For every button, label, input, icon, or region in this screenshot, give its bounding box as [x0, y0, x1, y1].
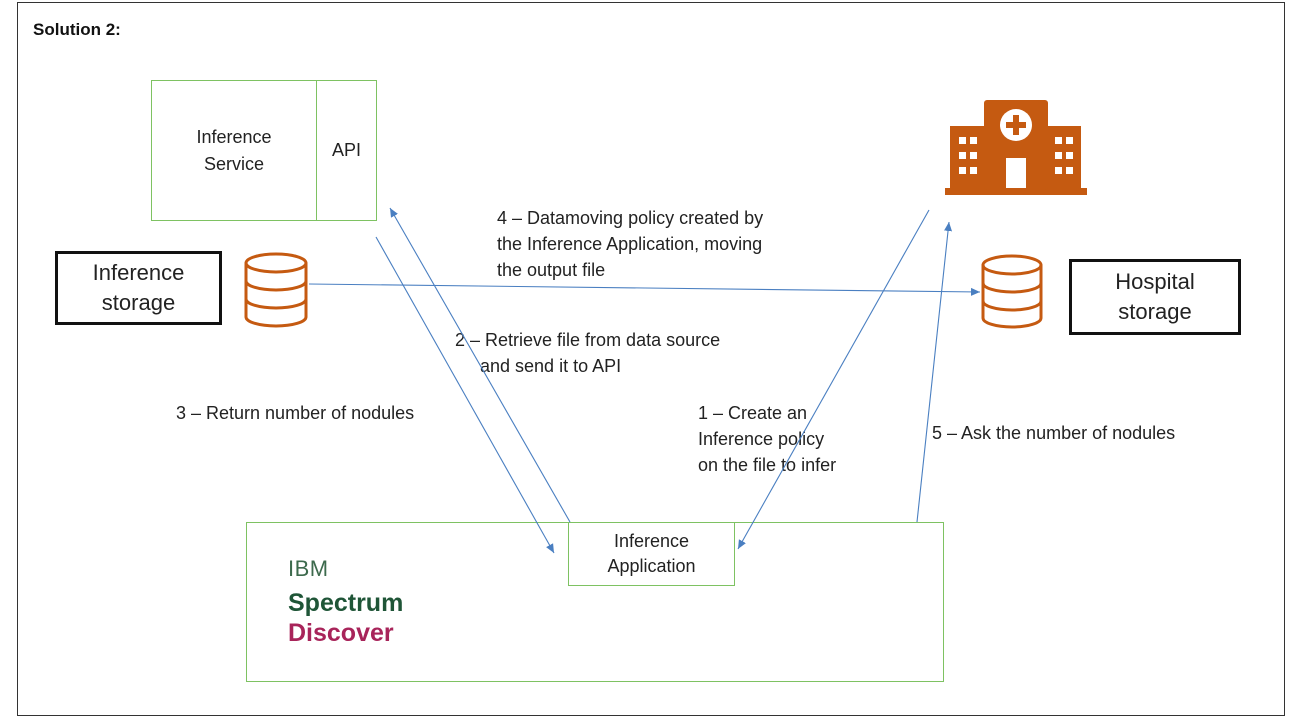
step1-label: 1 – Create an Inference policy on the fi…	[698, 403, 837, 476]
brand-spectrum: Spectrum	[288, 589, 404, 617]
arrow-step5	[916, 221, 953, 523]
step5-label: 5 – Ask the number of nodules	[932, 423, 1176, 443]
hospital-icon	[945, 100, 1087, 195]
diagram-heading: Solution 2:	[33, 20, 121, 39]
step3-label: 3 – Return number of nodules	[176, 403, 415, 423]
arrow-step1	[737, 209, 930, 550]
step4-label: 4 – Datamoving policy created by the Inf…	[497, 208, 764, 281]
brand-discover: Discover	[288, 619, 394, 647]
step2-label: 2 – Retrieve file from data source and s…	[455, 330, 721, 377]
api-label: API	[331, 140, 361, 160]
database-icon	[981, 254, 1043, 329]
arrow-step4	[308, 283, 981, 296]
inference-service-label: Inference Service	[196, 126, 272, 174]
inference-storage-label: Inference storage	[92, 260, 185, 315]
diagram-frame	[17, 2, 1285, 716]
inference-service-box: Inference Service API	[151, 80, 377, 221]
hospital-storage-label: Hospital storage	[1115, 269, 1195, 324]
hospital-storage-box: Hospital storage	[1069, 259, 1241, 335]
arrow-step3	[375, 236, 555, 554]
inference-application-box: Inference Application	[568, 522, 735, 586]
inference-storage-box: Inference storage	[55, 251, 222, 325]
inference-application-label: Inference Application	[607, 530, 696, 576]
api-divider	[316, 81, 318, 220]
arrow-step2	[389, 207, 571, 523]
brand-ibm: IBM	[288, 556, 329, 581]
database-icon	[244, 252, 308, 328]
